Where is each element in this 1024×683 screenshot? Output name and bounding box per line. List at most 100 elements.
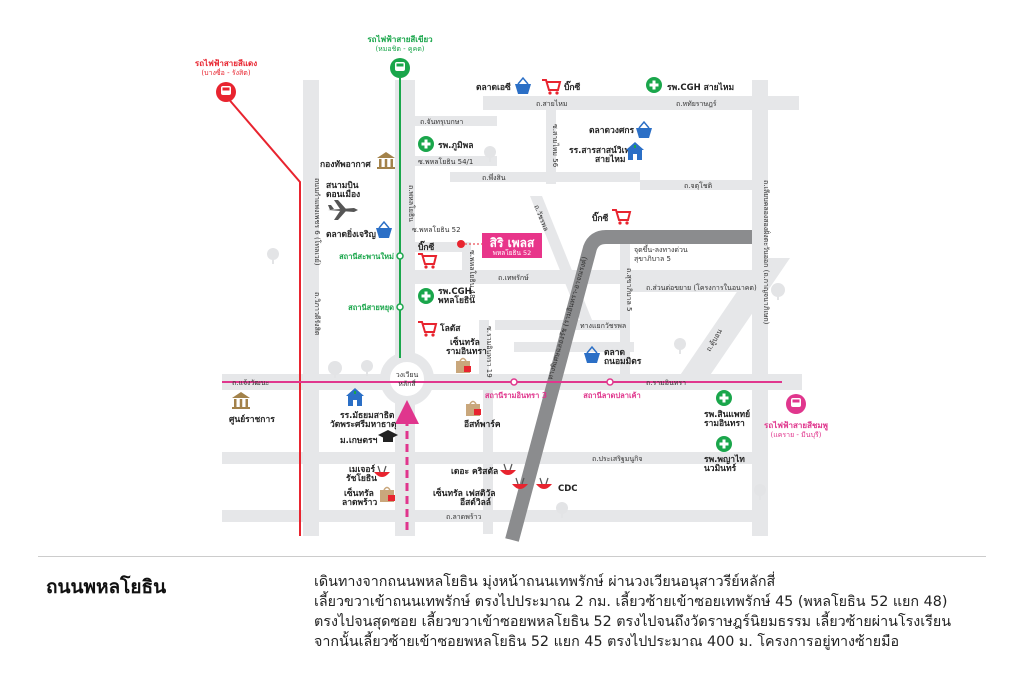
road-suan-song-tham [628,282,752,292]
poi-talat-saeng-charoen: ตลาดยิ่งเจริญ [326,227,376,240]
road-label-chatu-chot: ถ.จตุโชติ [684,181,713,190]
road-label-phahon-52: ซ.พหลโยธิน 52 [412,225,461,234]
restaurant-icon [500,463,516,475]
station-sai-yut: สถานีสายหยุด [348,303,404,312]
station-ram-inthra-3-label: สถานีรามอินทรา 3 [485,391,547,400]
poi-school-sai-mai-1: รร.สารสาสน์วิเทศ [569,145,636,156]
road-label-vibhavadi: ถ.วิภาวดีรังสิต [313,292,321,336]
tree-icon [267,146,785,518]
shopping-bag-icon [456,357,471,373]
pink-line-sub: (แคราย - มีนบุรี) [770,431,821,439]
cart-icon [418,321,438,337]
poi-cgh-sai-mai: รพ.CGH สายไหม [667,82,734,93]
road-label-sai-mai: ถ.สายไหม [536,99,568,108]
poi-don-mueang-2: ดอนเมือง [326,189,360,200]
poi-central-lat-1: เซ็นทรัล [344,486,374,499]
shopping-bag-icon [466,400,481,416]
poi-don-mueang-1: สนามบิน [326,180,359,191]
road-kanchanaphisek [752,80,768,536]
expressway [505,230,752,542]
road-ram-inthra-small [495,320,620,330]
road-label-pracha-uthit: ถ.ประเสริฐมนูกิจ [592,455,642,463]
poi-major-1: เมเจอร์ [349,464,375,475]
road-chatu-chot [640,180,754,190]
school-icon [626,142,644,160]
poi-school-wat-1: รร.มัธยมสาธิต [340,410,395,421]
restaurant-icon [374,465,390,477]
road-sai-mai-56 [546,96,556,184]
poi-talat-watchara-1: ตลาด [604,348,626,358]
road-chan-thai [413,116,497,126]
poi-kasetsart: ม.เกษตรฯ [340,436,378,446]
hospital-icon [716,436,732,452]
poi-big-c-right: บิ๊กซี [592,211,609,224]
red-line-track [225,95,301,536]
poi-gov-center: ศูนย์ราชการ [229,414,275,425]
graduation-cap-icon [378,430,398,442]
basket-icon [636,120,652,138]
station-lat-pla-khao: สถานีลาดปลาเค้า [583,378,641,400]
road-pracha-uthit [222,452,762,464]
road-sai-mai [483,96,799,110]
poi-central-ram-1: เซ็นทรัล [450,335,480,348]
roundabout [380,352,434,406]
red-line-sub: (บางซื่อ - รังสิต) [201,68,250,77]
roundabout-label: วงเวียน หลักสี่ [396,371,419,388]
road-label-suan-song-tham: ถ.ส่วนต่อขยาย (โครงการในอนาคต) [646,283,757,292]
poi-central-festival-2: อีสต์วิลล์ [460,497,491,508]
road-ram-inthra-19 [479,320,489,384]
shopping-bag-icon [380,486,395,502]
poi-major-2: รัชโยธิน [346,473,377,484]
wongwian-label-2: หลักสี่ [398,379,416,388]
directions-line: เดินทางจากถนนพหลโยธิน มุ่งหน้าถนนเทพรักษ… [314,574,776,590]
green-line-title: รถไฟฟ้าสายสีเขียว [367,34,433,44]
road-label-junction-1: จุดขึ้น-ลงทางด่วน [634,243,688,254]
pink-line-title: รถไฟฟ้าสายสีชมพู [764,420,828,431]
poi-synphaet-2: รามอินทรา [704,418,745,429]
pink-line-badge: รถไฟฟ้าสายสีชมพู (แคราย - มีนบุรี) [764,394,828,439]
poi-big-c-phahon: บิ๊กซี [418,240,435,253]
road-label-vibhavadi-2: ถนนกำแพงเพชร 6 (โทลเวย์) [313,178,322,266]
government-icon [232,392,250,409]
road-vibhavadi [303,80,319,536]
road-label-ram-inthra: ถ.รามอินทรา [646,379,686,387]
road-label-phue-sin: ถ.พึ่งสิน [482,173,506,182]
poi-rama-hosp: รพ.ภูมิพล [438,140,473,151]
government-icon [377,152,395,169]
hospital-icon [646,77,662,93]
basket-icon [584,345,600,363]
road-sukhaphiban-5 [620,240,630,380]
road-label-thep-rak: ถ.เทพรักษ์ [498,274,529,282]
poi-tops-mall: ตลาดเอซี [476,82,511,93]
road-label-jaeng-wattana: ถ.แจ้งวัฒนะ [232,379,270,387]
cart-icon [612,209,632,225]
poi-synphaet-1: รพ.สินแพทย์ [704,409,750,420]
road-label-chan-thai: ถ.จันทรุเบกษา [420,118,463,126]
poi-the-crystal: เดอะ คริสตัล [451,466,498,477]
directions-title: ถนนพหลโยธิน [46,576,167,598]
restaurant-icon [512,477,528,489]
poi-cgh-phahon-1: รพ.CGH [438,287,472,297]
poi-central-lat-2: ลาดพร้าว [342,497,377,508]
station-saphan-mai: สถานีสะพานใหม่ [339,252,404,261]
green-line-badge: รถไฟฟ้าสายสีเขียว (หมอชิต - คูคต) [367,34,433,78]
divider [38,556,986,557]
project-marker: สิริ เพลส พหลโยธิน 52 [457,233,542,258]
poi-phyathai-1: รพ.พญาไท [704,454,745,465]
cart-icon [418,253,438,269]
wongwian-label-1: วงเวียน [396,371,419,379]
poi-fashion-island: อีสท์พาร์ค [464,419,501,430]
directions-line: ตรงไปจนสุดซอย เลี้ยวขวาเข้าซอยพหลโยธิน 5… [314,614,952,630]
road-label-watchara-junction: ทางแยกวัชรพล [580,322,626,330]
station-saphan-mai-label: สถานีสะพานใหม่ [339,252,394,261]
restaurant-icon [536,477,552,489]
project-name: สิริ เพลส [490,236,535,250]
directions-line: จากนั้นเลี้ยวซ้ายเข้าซอยพหลโยธิน 52 แยก … [314,634,900,650]
basket-icon [515,76,531,94]
cart-icon [542,79,562,95]
road-label-sai-mai-56: ซ.สายไหม 56 [551,124,560,168]
poi-cgh-phahon-2: พหลโยธิน [438,295,475,306]
road-phahon-52 [413,242,471,252]
school-icon [346,388,364,406]
poi-airforce: กองทัพอากาศ [320,159,371,170]
